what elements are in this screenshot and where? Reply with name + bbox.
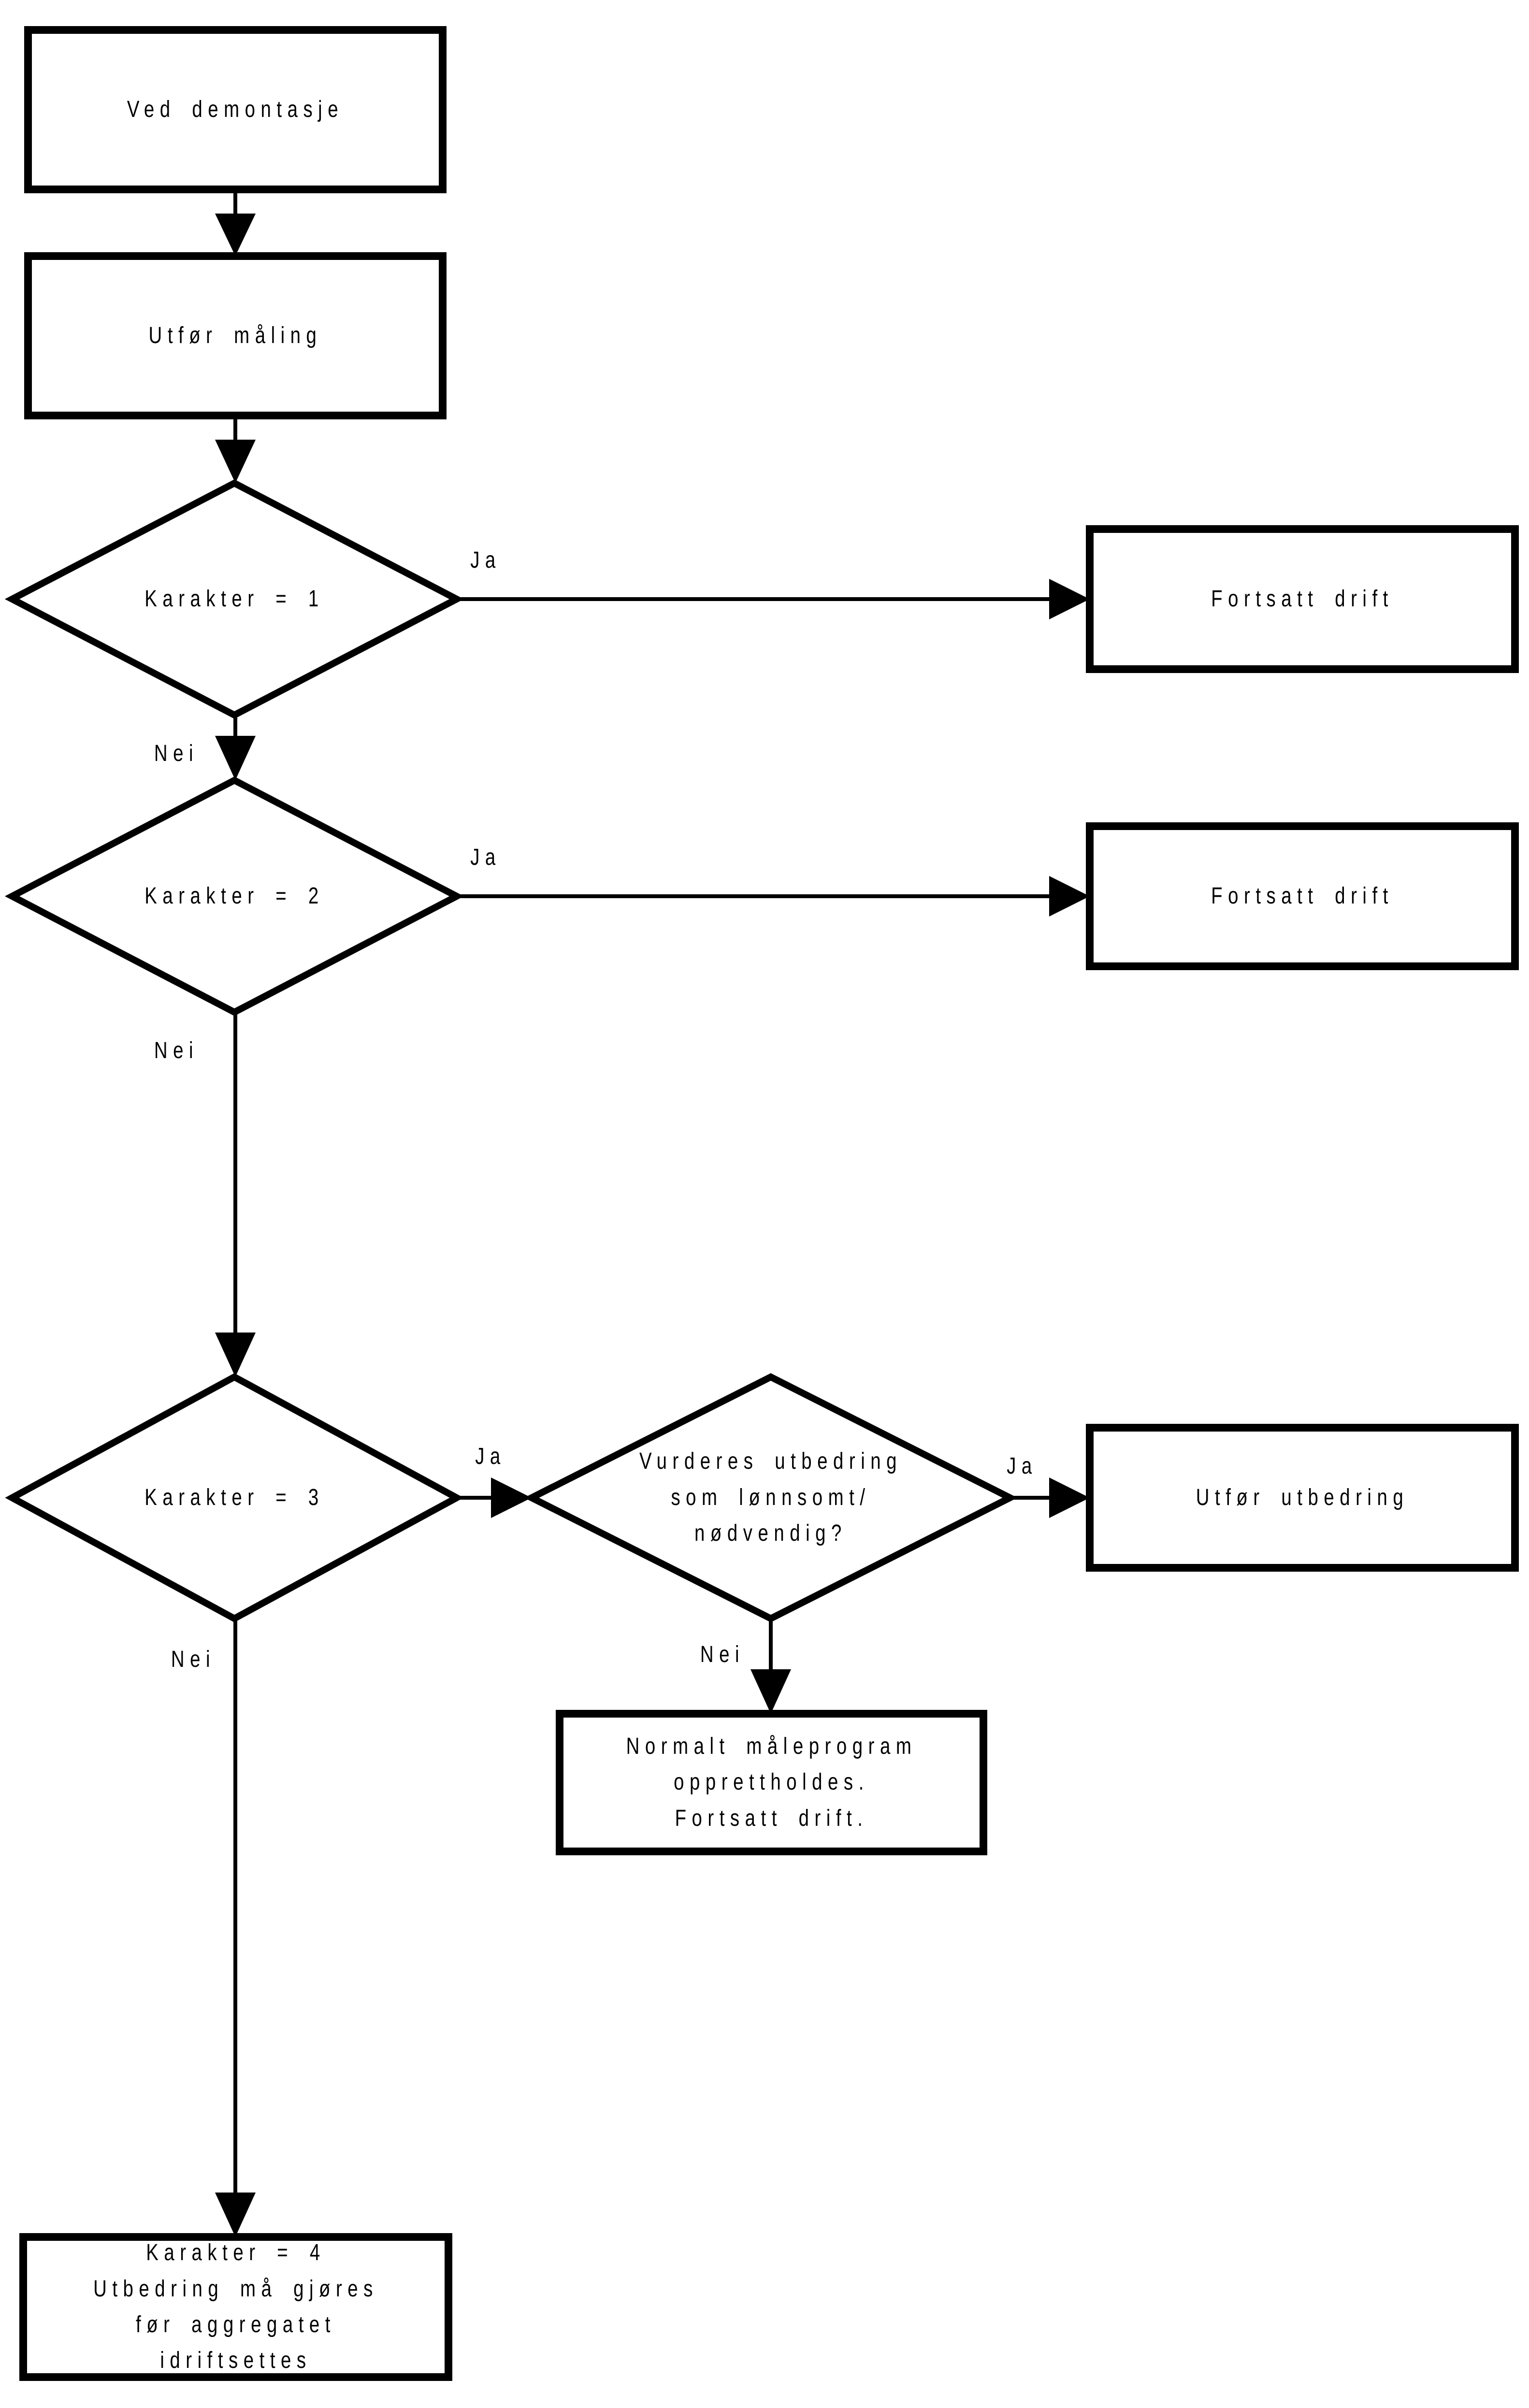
arrowhead-to-karakter2 [215, 736, 256, 780]
box-karakter-4 [19, 2233, 452, 2381]
arrowhead-to-fortsatt-drift-1 [1049, 579, 1090, 619]
arrowhead-to-karakter1 [215, 440, 256, 483]
box-normalt-maleprogram [556, 1710, 987, 1855]
arrowhead-to-karakter3 [215, 1333, 256, 1377]
diamond-karakter-3 [5, 1373, 464, 1622]
arrowhead-to-normalt-maleprogram [750, 1669, 791, 1714]
arrowhead-to-karakter4 [215, 2193, 256, 2237]
diamond-karakter-1 [4, 479, 464, 719]
diamond-karakter-2 [4, 776, 464, 1016]
arrowhead-to-utfor-maling [215, 214, 256, 256]
arrowhead-to-utfor-utbedring [1049, 1477, 1090, 1518]
arrowhead-to-vurderes-utbedring [491, 1477, 532, 1518]
box-utfor-maling [24, 252, 447, 419]
box-ved-demontasje [24, 26, 447, 193]
box-fortsatt-drift-1 [1086, 525, 1519, 673]
arrowhead-to-fortsatt-drift-2 [1049, 876, 1090, 917]
box-fortsatt-drift-2 [1086, 822, 1519, 970]
diamond-vurderes-utbedring [524, 1373, 1018, 1622]
box-utfor-utbedring [1086, 1424, 1519, 1572]
